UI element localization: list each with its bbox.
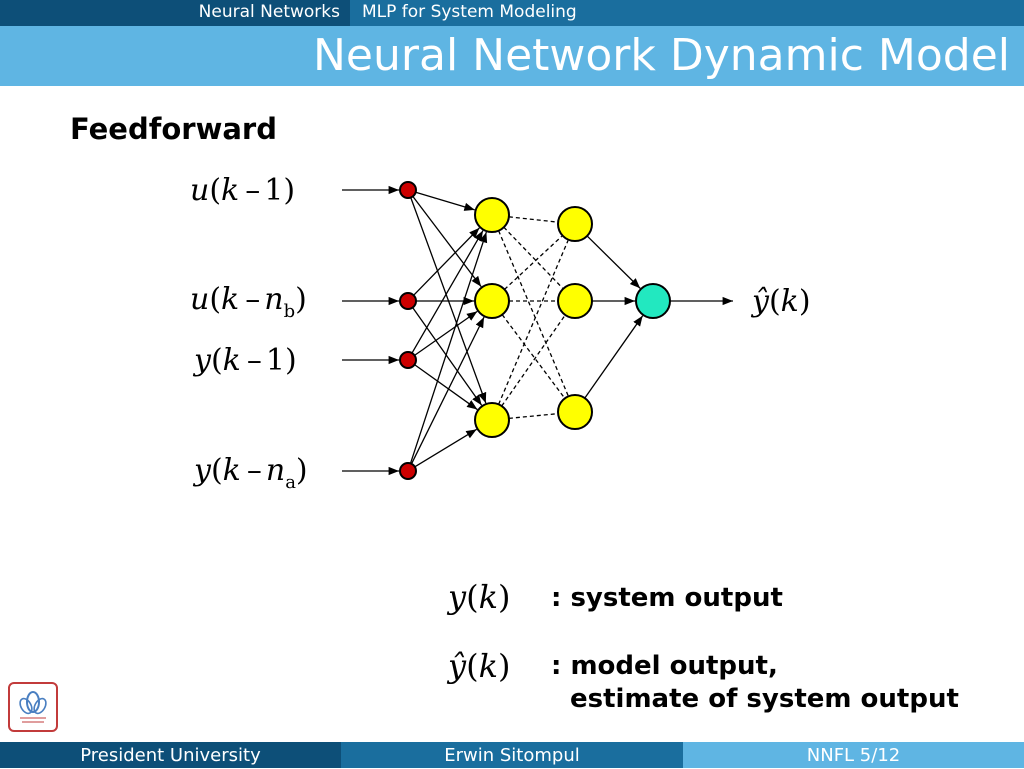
footer-author: Erwin Sitompul xyxy=(341,742,683,768)
legend-symbol-model-output: ŷ(k) xyxy=(446,647,510,685)
input-label-4: y(k–na) xyxy=(192,453,308,493)
edge-input4-hidden2 xyxy=(410,316,485,465)
edge-h1-1-h2-3 xyxy=(498,230,569,396)
legend-system-output-text: : system output xyxy=(551,583,783,613)
lotus-logo-icon xyxy=(19,691,47,723)
edge-h1-2-h2-3 xyxy=(501,314,565,398)
top-navigation-bar: Neural Networks MLP for System Modeling xyxy=(0,0,1024,26)
input-label-2: u(k–nb) xyxy=(190,282,307,322)
slide-title: Neural Network Dynamic Model xyxy=(313,30,1010,81)
hidden2-node-1 xyxy=(557,206,593,242)
hidden2-node-2 xyxy=(557,283,593,319)
input-node-1 xyxy=(399,181,417,199)
hidden2-node-3 xyxy=(557,394,593,430)
edge-h1-3-h2-2 xyxy=(501,315,566,407)
input-label-1: u(k–1) xyxy=(190,173,295,208)
title-bar: Neural Network Dynamic Model xyxy=(0,26,1024,86)
university-logo xyxy=(8,682,58,732)
edge-h1-3-h2-3 xyxy=(508,413,558,420)
edge-input1-hidden1 xyxy=(415,191,475,211)
footer-page-number: NNFL 5/12 xyxy=(683,742,1024,768)
legend-symbol-system-output: y(k) xyxy=(446,578,510,616)
section-label[interactable]: Neural Networks xyxy=(198,2,340,22)
edge-h1-2-h2-1 xyxy=(504,235,563,290)
hidden1-node-2 xyxy=(474,283,510,319)
edge-h1-3-h2-1 xyxy=(498,240,569,405)
legend-model-output-text-2: estimate of system output xyxy=(570,684,959,714)
edge-h1-1-h2-1 xyxy=(508,216,558,223)
output-label: ŷ(k) xyxy=(750,284,811,319)
legend-model-output-text: : model output, xyxy=(551,651,778,681)
edge-h2-1-output xyxy=(586,235,641,289)
neural-network-diagram: u(k–1) u(k–nb) y(k–1) y(k–na) ŷ(k) y(k) … xyxy=(190,173,811,685)
footer-bar: President University Erwin Sitompul NNFL… xyxy=(0,742,1024,768)
edge-input1-hidden2 xyxy=(412,195,482,288)
input-node-4 xyxy=(399,462,417,480)
input-node-3 xyxy=(399,351,417,369)
edge-h2-3-output xyxy=(584,315,644,399)
hidden1-node-1 xyxy=(474,197,510,233)
edge-input1-hidden3 xyxy=(410,197,487,404)
edge-input2-hidden1 xyxy=(413,227,480,296)
input-label-3: y(k–1) xyxy=(192,343,297,378)
edge-input3-hidden1 xyxy=(411,230,484,354)
edge-h1-1-h2-2 xyxy=(503,226,563,289)
edge-input3-hidden3 xyxy=(414,364,478,411)
edge-input3-hidden2 xyxy=(414,310,478,356)
footer-institution: President University xyxy=(0,742,341,768)
feedforward-heading: Feedforward xyxy=(70,112,277,146)
edge-input2-hidden3 xyxy=(412,307,483,406)
edge-input4-hidden1 xyxy=(409,231,488,464)
hidden1-node-3 xyxy=(474,402,510,438)
edge-input4-hidden3 xyxy=(414,428,477,468)
subsection-label[interactable]: MLP for System Modeling xyxy=(362,2,577,22)
top-bar-left-block xyxy=(0,0,350,26)
input-node-2 xyxy=(399,292,417,310)
output-node xyxy=(635,283,671,319)
